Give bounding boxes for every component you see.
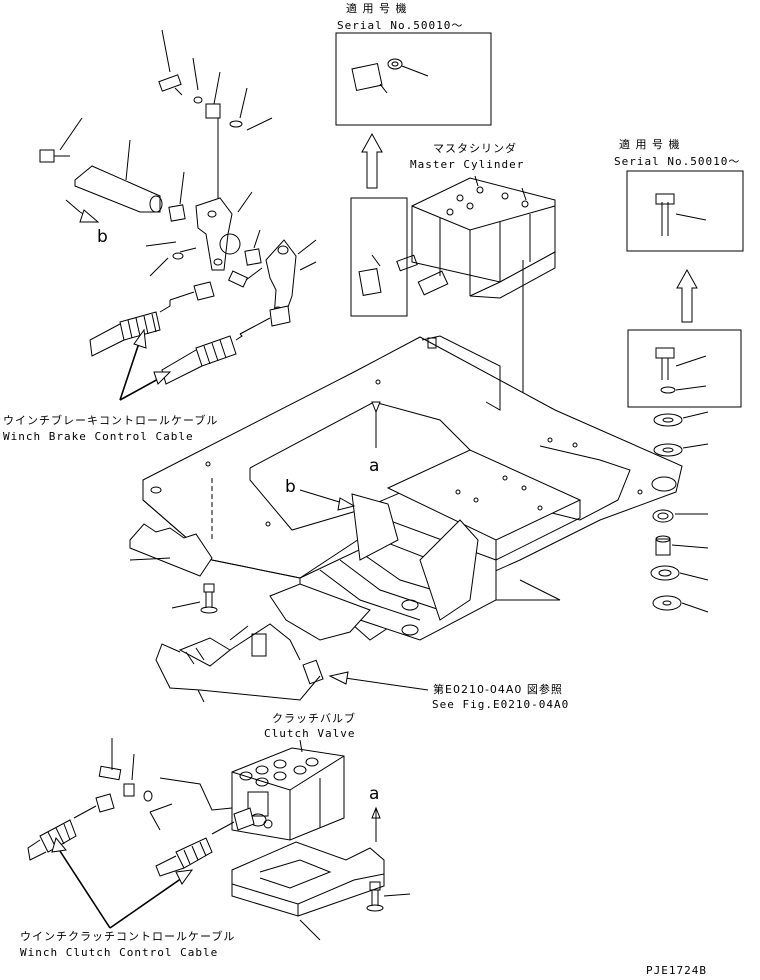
marker-a-lower: a <box>369 784 380 804</box>
brake-cable-upper <box>89 281 215 357</box>
bracket-plate-lower <box>231 841 385 941</box>
bracket-left <box>129 523 213 577</box>
clutch-small-parts <box>98 738 233 831</box>
part-box-bolt-washer <box>627 329 742 408</box>
master-cylinder-label-en: Master Cylinder <box>410 158 525 171</box>
leaders-brake-cable <box>119 328 172 401</box>
clutch-cable-left <box>27 793 115 861</box>
winch-brake-cable-label-en: Winch Brake Control Cable <box>3 430 194 443</box>
winch-clutch-cable-label-jp: ウインチクラッチコントロールケーブル <box>20 930 236 943</box>
master-cylinder-body <box>396 175 556 299</box>
callout-top-title: 適 用 号 機 <box>346 2 408 15</box>
hose-assembly <box>155 583 371 703</box>
see-fig-label-jp: 第E0210-04A0 図参照 <box>433 683 563 696</box>
marker-b-frame: b <box>285 477 296 497</box>
drawing-code: PJE1724B <box>646 964 707 977</box>
callout-right-serial: Serial No.50010～ <box>614 155 741 168</box>
bolt-lower-left <box>171 583 218 614</box>
brake-linkage <box>39 29 317 319</box>
brake-cable-lower <box>161 305 291 385</box>
master-cylinder-label-jp: マスタシリンダ <box>433 142 517 155</box>
marker-b-upper: b <box>97 227 108 247</box>
callout-top-serial: Serial No.50010～ <box>337 19 464 32</box>
bolt-lower-right <box>366 881 411 912</box>
arrow-a-lower <box>371 806 381 842</box>
washer-stack-right <box>650 411 709 613</box>
marker-a-upper: a <box>369 456 380 476</box>
arrow-a-upper <box>371 401 381 448</box>
arrow-b-frame <box>299 489 356 511</box>
clutch-valve-label-jp: クラッチバルブ <box>272 712 356 725</box>
callout-right-title: 適 用 号 機 <box>619 138 681 151</box>
winch-brake-cable-label-jp: ウインチブレーキコントロールケーブル <box>3 414 219 427</box>
arrow-up-to-right-callout <box>676 268 698 323</box>
callout-box-right <box>626 170 744 252</box>
leaders-clutch-cable <box>51 836 194 929</box>
see-fig-label-en: See Fig.E0210-04A0 <box>432 698 570 711</box>
callout-box-top <box>335 32 492 126</box>
part-box-pin <box>350 197 408 317</box>
arrow-see-fig <box>328 671 429 691</box>
arrow-up-to-top-callout <box>361 132 383 189</box>
clutch-cable-right <box>155 807 255 877</box>
winch-clutch-cable-label-en: Winch Clutch Control Cable <box>20 946 219 959</box>
clutch-valve-label-en: Clutch Valve <box>264 727 356 740</box>
